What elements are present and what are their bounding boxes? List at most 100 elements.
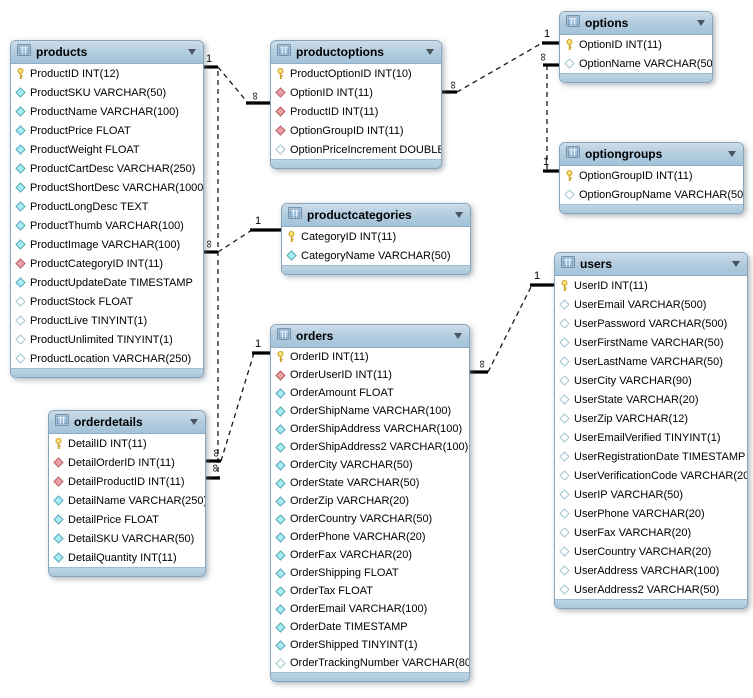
column-row[interactable]: OptionPriceIncrement DOUBLE: [271, 140, 441, 159]
column-row[interactable]: ProductCategoryID INT(11): [11, 254, 203, 273]
column-row[interactable]: ProductStock FLOAT: [11, 292, 203, 311]
column-row[interactable]: OptionID INT(11): [271, 83, 441, 102]
column-row[interactable]: ProductCartDesc VARCHAR(250): [11, 159, 203, 178]
column-row[interactable]: OrderFax VARCHAR(20): [271, 546, 469, 564]
column-row[interactable]: OptionGroupID INT(11): [271, 121, 441, 140]
relationship-line[interactable]: [217, 66, 249, 104]
column-row[interactable]: OrderEmail VARCHAR(100): [271, 600, 469, 618]
column-row[interactable]: UserEmailVerified TINYINT(1): [555, 428, 747, 447]
column-row[interactable]: OrderCountry VARCHAR(50): [271, 510, 469, 528]
column-row[interactable]: UserLastName VARCHAR(50): [555, 352, 747, 371]
column-row[interactable]: UserFax VARCHAR(20): [555, 523, 747, 542]
relationship-productoptions-options[interactable]: ∞1: [442, 28, 559, 94]
column-row[interactable]: DetailID INT(11): [49, 434, 205, 453]
column-row[interactable]: ProductName VARCHAR(100): [11, 102, 203, 121]
column-row[interactable]: ProductLive TINYINT(1): [11, 311, 203, 330]
column-row[interactable]: ProductOptionID INT(10): [271, 64, 441, 83]
table-header[interactable]: options: [560, 12, 712, 35]
table-header[interactable]: orderdetails: [49, 411, 205, 434]
relationship-products-productoptions[interactable]: 1∞: [203, 53, 270, 105]
column-row[interactable]: OrderShipAddress VARCHAR(100): [271, 420, 469, 438]
relationship-line[interactable]: [220, 352, 255, 462]
column-row[interactable]: ProductWeight FLOAT: [11, 140, 203, 159]
column-row[interactable]: OptionID INT(11): [560, 35, 712, 54]
column-row[interactable]: UserPassword VARCHAR(500): [555, 314, 747, 333]
relationship-products-productcategories[interactable]: ∞1: [203, 215, 281, 254]
relationship-orders-users[interactable]: ∞1: [470, 270, 554, 374]
table-header[interactable]: productcategories: [282, 204, 470, 227]
column-row[interactable]: ProductShortDesc VARCHAR(1000): [11, 178, 203, 197]
table-header[interactable]: products: [11, 41, 203, 64]
column-row[interactable]: UserCountry VARCHAR(20): [555, 542, 747, 561]
column-row[interactable]: OrderShipped TINYINT(1): [271, 636, 469, 654]
column-row[interactable]: UserIP VARCHAR(50): [555, 485, 747, 504]
column-row[interactable]: OrderZip VARCHAR(20): [271, 492, 469, 510]
column-row[interactable]: ProductPrice FLOAT: [11, 121, 203, 140]
column-row[interactable]: UserCity VARCHAR(90): [555, 371, 747, 390]
table-header[interactable]: optiongroups: [560, 143, 743, 166]
column-row[interactable]: UserZip VARCHAR(12): [555, 409, 747, 428]
column-row[interactable]: OrderDate TIMESTAMP: [271, 618, 469, 636]
column-row[interactable]: CategoryID INT(11): [282, 227, 470, 246]
collapse-arrow-icon[interactable]: [697, 20, 705, 26]
collapse-arrow-icon[interactable]: [732, 261, 740, 267]
relationship-line[interactable]: [217, 229, 253, 253]
collapse-arrow-icon[interactable]: [455, 212, 463, 218]
column-row[interactable]: OptionName VARCHAR(50): [560, 54, 712, 73]
column-row[interactable]: DetailOrderID INT(11): [49, 453, 205, 472]
collapse-arrow-icon[interactable]: [188, 49, 196, 55]
table-header[interactable]: users: [555, 253, 747, 276]
column-row[interactable]: DetailName VARCHAR(250): [49, 491, 205, 510]
table-header[interactable]: orders: [271, 325, 469, 348]
column-row[interactable]: UserPhone VARCHAR(20): [555, 504, 747, 523]
column-row[interactable]: ProductUnlimited TINYINT(1): [11, 330, 203, 349]
table-header[interactable]: productoptions: [271, 41, 441, 64]
column-row[interactable]: OrderAmount FLOAT: [271, 384, 469, 402]
column-row[interactable]: UserAddress VARCHAR(100): [555, 561, 747, 580]
column-row[interactable]: ProductID INT(12): [11, 64, 203, 83]
column-row[interactable]: UserState VARCHAR(20): [555, 390, 747, 409]
relationship-orderdetails-orders[interactable]: ∞1: [205, 338, 270, 463]
column-row[interactable]: OrderID INT(11): [271, 348, 469, 366]
column-row[interactable]: ProductLongDesc TEXT: [11, 197, 203, 216]
collapse-arrow-icon[interactable]: [454, 333, 462, 339]
column-row[interactable]: OrderState VARCHAR(50): [271, 474, 469, 492]
column-row[interactable]: DetailPrice FLOAT: [49, 510, 205, 529]
column-row[interactable]: UserVerificationCode VARCHAR(20): [555, 466, 747, 485]
column-row[interactable]: ProductUpdateDate TIMESTAMP: [11, 273, 203, 292]
column-row[interactable]: OptionGroupName VARCHAR(50): [560, 185, 743, 204]
collapse-arrow-icon[interactable]: [728, 151, 736, 157]
relationship-line[interactable]: [456, 42, 543, 93]
column-row[interactable]: OrderPhone VARCHAR(20): [271, 528, 469, 546]
column-row[interactable]: OrderTrackingNumber VARCHAR(80): [271, 654, 469, 672]
relationship-options-optiongroups[interactable]: ∞1: [537, 53, 559, 173]
column-row[interactable]: OptionGroupID INT(11): [560, 166, 743, 185]
relationship-products-orderdetails[interactable]: ∞: [205, 71, 221, 480]
collapse-arrow-icon[interactable]: [426, 49, 434, 55]
column-row[interactable]: UserEmail VARCHAR(500): [555, 295, 747, 314]
column-row[interactable]: OrderCity VARCHAR(50): [271, 456, 469, 474]
column-row[interactable]: UserID INT(11): [555, 276, 747, 295]
column-row[interactable]: ProductSKU VARCHAR(50): [11, 83, 203, 102]
collapse-arrow-icon[interactable]: [190, 419, 198, 425]
column-row[interactable]: DetailProductID INT(11): [49, 472, 205, 491]
column-row[interactable]: OrderShipName VARCHAR(100): [271, 402, 469, 420]
column-row[interactable]: ProductID INT(11): [271, 102, 441, 121]
column-row[interactable]: OrderUserID INT(11): [271, 366, 469, 384]
column-row[interactable]: OrderTax FLOAT: [271, 582, 469, 600]
column-row[interactable]: CategoryName VARCHAR(50): [282, 246, 470, 265]
column-row[interactable]: ProductLocation VARCHAR(250): [11, 349, 203, 368]
column-row[interactable]: ProductImage VARCHAR(100): [11, 235, 203, 254]
column-row[interactable]: DetailSKU VARCHAR(50): [49, 529, 205, 548]
column-row[interactable]: OrderShipping FLOAT: [271, 564, 469, 582]
column-row[interactable]: UserRegistrationDate TIMESTAMP: [555, 447, 747, 466]
column-row[interactable]: DetailQuantity INT(11): [49, 548, 205, 567]
